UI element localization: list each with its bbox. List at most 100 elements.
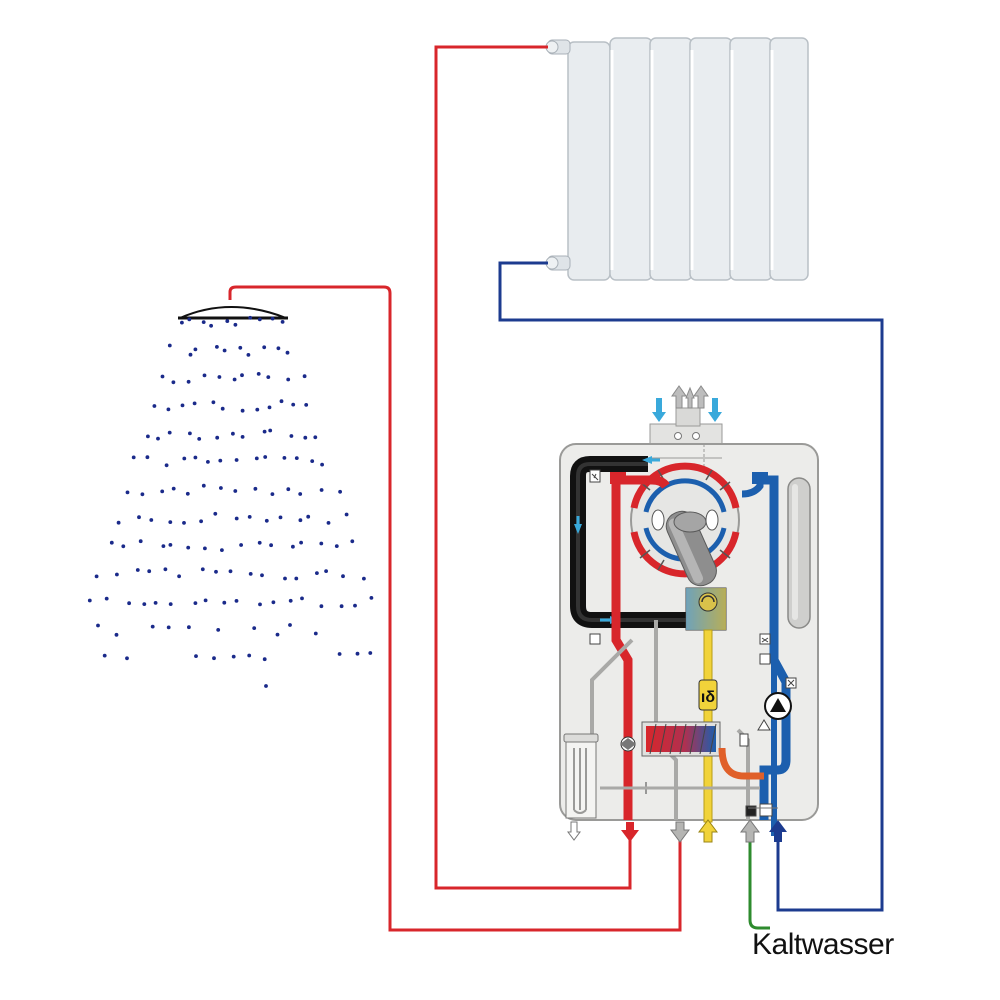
radiator-supply-pipe xyxy=(434,45,632,890)
water-drop xyxy=(164,463,169,468)
connection-arrows xyxy=(567,819,787,843)
water-drop xyxy=(215,345,219,349)
water-drop xyxy=(231,431,235,436)
radiator xyxy=(545,37,809,281)
water-drop xyxy=(160,489,165,494)
water-drop xyxy=(222,600,227,605)
water-drop xyxy=(257,317,262,322)
water-drop xyxy=(256,372,261,376)
water-drop xyxy=(233,322,238,327)
water-drop xyxy=(324,569,328,573)
water-drop xyxy=(337,652,342,656)
water-drop xyxy=(202,373,207,378)
water-drop xyxy=(140,492,145,497)
water-drop xyxy=(283,576,287,581)
water-drop xyxy=(146,434,150,439)
water-drop xyxy=(313,631,318,636)
water-drop xyxy=(291,402,296,407)
water-drop xyxy=(121,544,126,549)
water-drop xyxy=(240,435,245,439)
water-drop xyxy=(193,455,198,460)
water-drop xyxy=(220,548,224,552)
water-drop xyxy=(262,345,267,350)
water-drop xyxy=(319,488,324,492)
water-drop xyxy=(161,544,166,548)
water-drop xyxy=(320,462,324,467)
water-drop xyxy=(248,315,253,320)
water-drop xyxy=(288,623,292,627)
water-drop xyxy=(185,491,190,496)
water-drop xyxy=(167,430,172,435)
water-drop xyxy=(247,653,252,658)
water-drop xyxy=(212,656,216,661)
water-drop xyxy=(286,487,291,492)
water-drop xyxy=(104,596,109,601)
water-drop xyxy=(258,602,262,607)
water-drop xyxy=(303,435,308,440)
water-drop xyxy=(213,511,218,516)
water-drop xyxy=(153,601,158,605)
water-drop xyxy=(275,632,280,637)
water-drop xyxy=(187,625,191,630)
valve-icon xyxy=(620,736,636,752)
water-drop xyxy=(282,456,287,460)
water-drop xyxy=(319,541,324,546)
water-drop xyxy=(271,600,276,605)
water-drop xyxy=(338,489,342,494)
water-drop xyxy=(203,546,207,551)
water-drop xyxy=(219,486,223,490)
shower-spray xyxy=(87,315,374,688)
water-drop xyxy=(125,490,130,495)
cold-water-pipe xyxy=(748,836,770,930)
water-drop xyxy=(214,569,218,574)
heating-supply-arrow xyxy=(621,822,639,842)
heat-exchanger xyxy=(641,721,721,757)
water-drop xyxy=(115,572,119,577)
condensate-trap xyxy=(563,733,599,819)
water-drop xyxy=(94,574,99,579)
water-drop xyxy=(339,604,344,609)
fan xyxy=(685,587,727,631)
water-drop xyxy=(248,572,253,576)
water-drop xyxy=(264,518,269,523)
water-drop xyxy=(326,521,331,525)
water-drop xyxy=(166,625,171,630)
water-drop xyxy=(188,352,193,357)
water-drop xyxy=(167,343,172,348)
water-drop xyxy=(197,437,202,441)
cold-water-inlet-arrow xyxy=(740,819,760,843)
water-drop xyxy=(135,568,140,572)
water-drop xyxy=(315,571,319,575)
water-drop xyxy=(200,567,205,572)
water-drop xyxy=(341,574,345,579)
water-drop xyxy=(294,456,299,460)
water-drop xyxy=(142,602,147,606)
water-drop xyxy=(209,323,214,328)
water-drop xyxy=(145,455,150,460)
water-drop xyxy=(211,400,216,405)
water-drop xyxy=(171,380,176,385)
boiler-unit: ıδ xyxy=(559,385,819,836)
water-drop xyxy=(254,456,259,461)
water-drop xyxy=(252,626,257,630)
water-drop xyxy=(294,576,299,581)
water-drop xyxy=(232,377,237,382)
water-drop xyxy=(267,405,272,410)
water-drop xyxy=(270,492,275,496)
water-drop xyxy=(171,486,176,491)
water-drop xyxy=(319,604,324,609)
water-drop xyxy=(269,543,273,548)
water-drop xyxy=(220,406,225,411)
water-drop xyxy=(222,348,227,353)
water-drop xyxy=(286,377,291,382)
combustion-chamber xyxy=(630,462,740,587)
water-drop xyxy=(240,373,244,378)
water-drop xyxy=(353,603,357,608)
cold-water-label: Kaltwasser xyxy=(752,928,894,961)
water-drop xyxy=(131,455,136,460)
water-drop xyxy=(302,374,307,379)
gas-inlet-arrow xyxy=(698,819,718,843)
water-drop xyxy=(253,486,258,491)
water-drop xyxy=(247,515,252,519)
water-drop xyxy=(369,596,374,600)
